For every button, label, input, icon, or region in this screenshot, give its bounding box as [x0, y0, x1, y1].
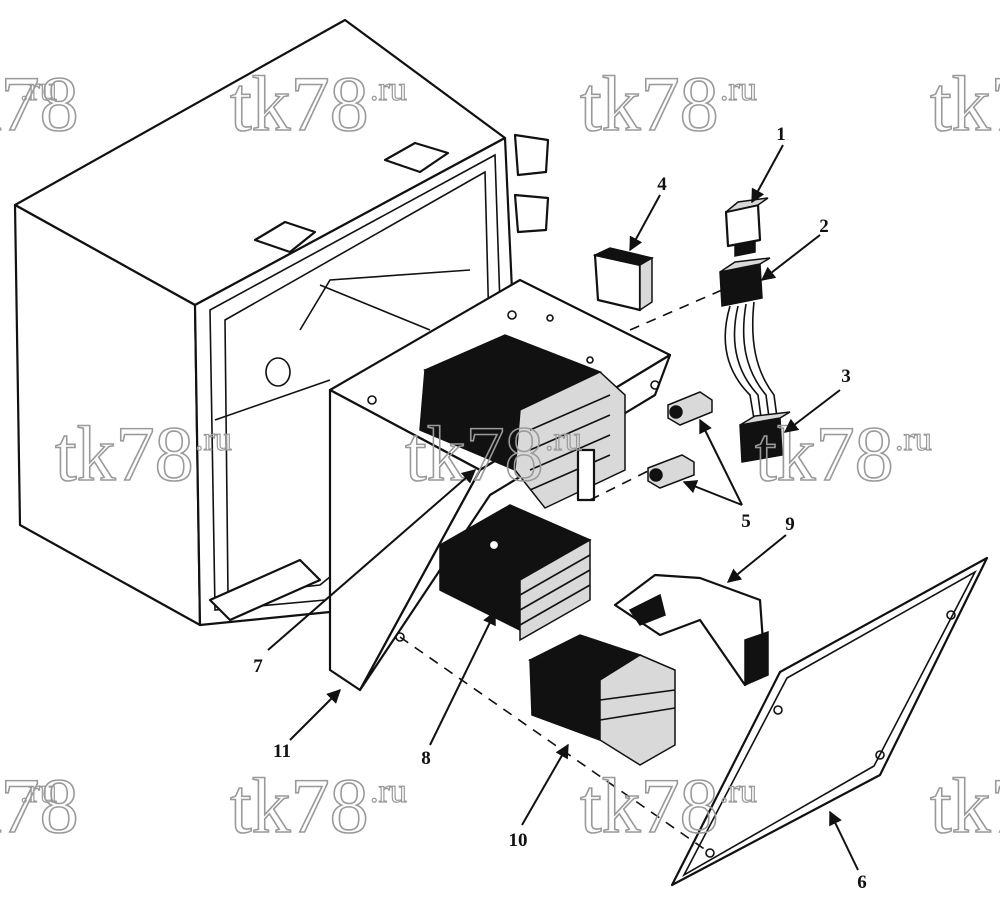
watermark-text: tk78 [755, 410, 894, 497]
watermark-text: tk78 [405, 410, 544, 497]
watermarks: tk78 .ru tk78 .ru tk78 .ru tk78 tk78 .ru… [0, 59, 1000, 850]
cover-plate-6 [670, 556, 989, 887]
watermark-suffix: .ru [20, 773, 57, 810]
callouts: 1 2 3 4 5 6 7 8 9 10 11 [253, 124, 867, 893]
callout-5: 5 [741, 511, 751, 532]
callout-2: 2 [819, 216, 829, 237]
callout-7: 7 [253, 656, 263, 677]
watermark-text: tk78 [230, 60, 369, 147]
callout-1: 1 [776, 124, 786, 145]
relay-1 [724, 197, 769, 257]
watermark-text: tk78 [930, 762, 1000, 849]
svg-text:tk78: tk78 [0, 60, 79, 147]
callout-10: 10 [509, 830, 528, 851]
wire-harness [724, 301, 779, 426]
contactor-block-10 [527, 634, 676, 766]
assembly-lines [399, 289, 723, 854]
callout-8: 8 [421, 748, 431, 769]
watermark-suffix: .ru [195, 421, 232, 458]
watermark-text: tk78 [230, 762, 369, 849]
module-4 [592, 247, 654, 312]
watermark-text: tk78 [580, 60, 719, 147]
leader-lines [267, 144, 859, 871]
watermark-suffix: .ru [720, 71, 757, 108]
connector-3 [739, 411, 791, 463]
watermark-text: tk78 [580, 762, 719, 849]
watermark-suffix: .ru [20, 71, 57, 108]
watermark-text: tk78 [930, 60, 1000, 147]
callout-3: 3 [841, 366, 851, 387]
watermark-text: tk78 [0, 60, 79, 147]
watermark-suffix: .ru [545, 421, 582, 458]
callout-11: 11 [273, 741, 291, 762]
watermark-suffix: .ru [370, 773, 407, 810]
callout-9: 9 [785, 514, 795, 535]
relay-socket-2 [719, 257, 771, 307]
callout-4: 4 [657, 174, 667, 195]
watermark-text: tk78 [55, 410, 194, 497]
callout-6: 6 [857, 872, 867, 893]
watermark-suffix: .ru [720, 773, 757, 810]
bracket-9 [613, 573, 769, 687]
watermark-text: tk78 [0, 762, 79, 849]
terminals-5 [647, 391, 713, 489]
contactor-upper [419, 334, 626, 509]
watermark-suffix: .ru [370, 71, 407, 108]
watermark-suffix: .ru [895, 421, 932, 458]
contactor-lower-8 [438, 504, 592, 642]
